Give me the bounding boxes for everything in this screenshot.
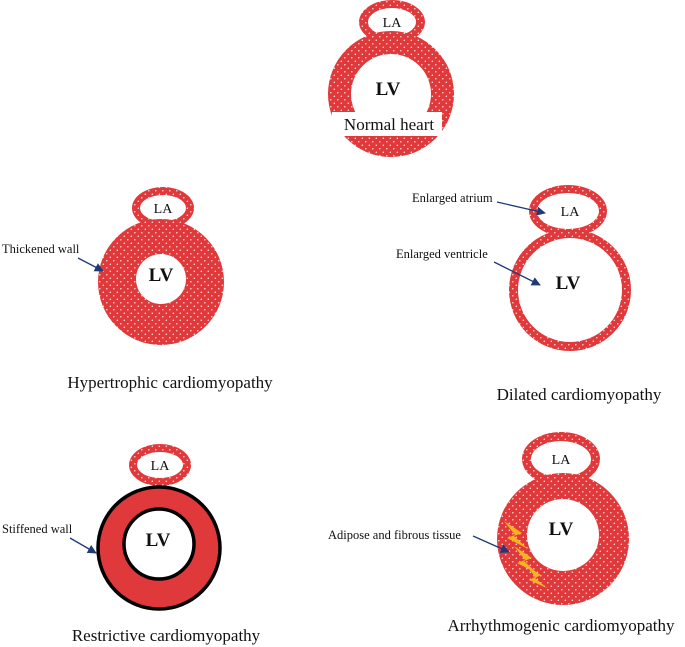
normal-caption: Normal heart xyxy=(344,115,434,134)
dcm-caption: Dilated cardiomyopathy xyxy=(497,385,662,404)
normal-atrium-label: LA xyxy=(383,16,403,31)
dcm-ventricle-label: LV xyxy=(556,273,581,294)
rcm-ventricle-label: LV xyxy=(146,530,171,551)
panel-restrictive: LA LV Stiffened wall Restrictive cardiom… xyxy=(2,444,261,645)
hcm-atrium-label: LA xyxy=(154,202,174,217)
hcm-left-atrium-chamber xyxy=(140,195,186,221)
dcm-annotation-ventricle: Enlarged ventricle xyxy=(396,247,488,261)
hcm-ventricle-label: LV xyxy=(149,265,174,286)
dcm-atrium-arrow xyxy=(496,201,546,216)
hcm-left-ventricle-chamber xyxy=(136,254,186,304)
hcm-caption: Hypertrophic cardiomyopathy xyxy=(67,373,273,392)
dcm-annotation-atrium: Enlarged atrium xyxy=(412,191,493,205)
dcm-ventricle-arrow xyxy=(493,261,541,286)
dcm-left-atrium-chamber xyxy=(537,193,599,229)
panel-normal-heart: LA LV Normal heart xyxy=(328,0,454,157)
acm-annotation: Adipose and fibrous tissue xyxy=(328,528,461,542)
rcm-left-atrium-chamber xyxy=(137,452,183,478)
acm-lightning-icon-3 xyxy=(527,566,547,588)
normal-caption-backdrop xyxy=(332,112,442,136)
acm-left-atrium-chamber xyxy=(531,441,591,477)
panel-hypertrophic: LA LV Thickened wall Hypertrophic cardio… xyxy=(2,187,273,392)
normal-ventricle-label: LV xyxy=(376,79,401,100)
hcm-annotation: Thickened wall xyxy=(2,242,80,256)
rcm-left-ventricle-chamber xyxy=(122,507,196,581)
rcm-annotation-arrow xyxy=(69,537,97,554)
panel-arrhythmogenic: LA LV Adipose and fibrous tissue Arrhyth… xyxy=(328,432,675,635)
acm-left-ventricle-chamber xyxy=(527,499,599,571)
normal-left-atrium-chamber xyxy=(368,8,416,36)
dcm-atrium-label: LA xyxy=(561,205,581,220)
rcm-caption: Restrictive cardiomyopathy xyxy=(72,626,261,645)
panel-dilated: LA LV Enlarged atrium Enlarged ventricle… xyxy=(396,185,662,404)
acm-annotation-arrow xyxy=(472,535,510,553)
acm-lightning-icon-1 xyxy=(504,521,528,549)
acm-atrium-label: LA xyxy=(552,453,572,468)
rcm-annotation: Stiffened wall xyxy=(2,522,73,536)
acm-caption: Arrhythmogenic cardiomyopathy xyxy=(447,616,675,635)
dcm-left-ventricle-chamber xyxy=(518,238,622,342)
rcm-atrium-label: LA xyxy=(151,459,171,474)
acm-ventricle-label: LV xyxy=(549,519,574,540)
hcm-annotation-arrow xyxy=(77,257,104,272)
acm-lightning-icon-2 xyxy=(514,546,538,574)
